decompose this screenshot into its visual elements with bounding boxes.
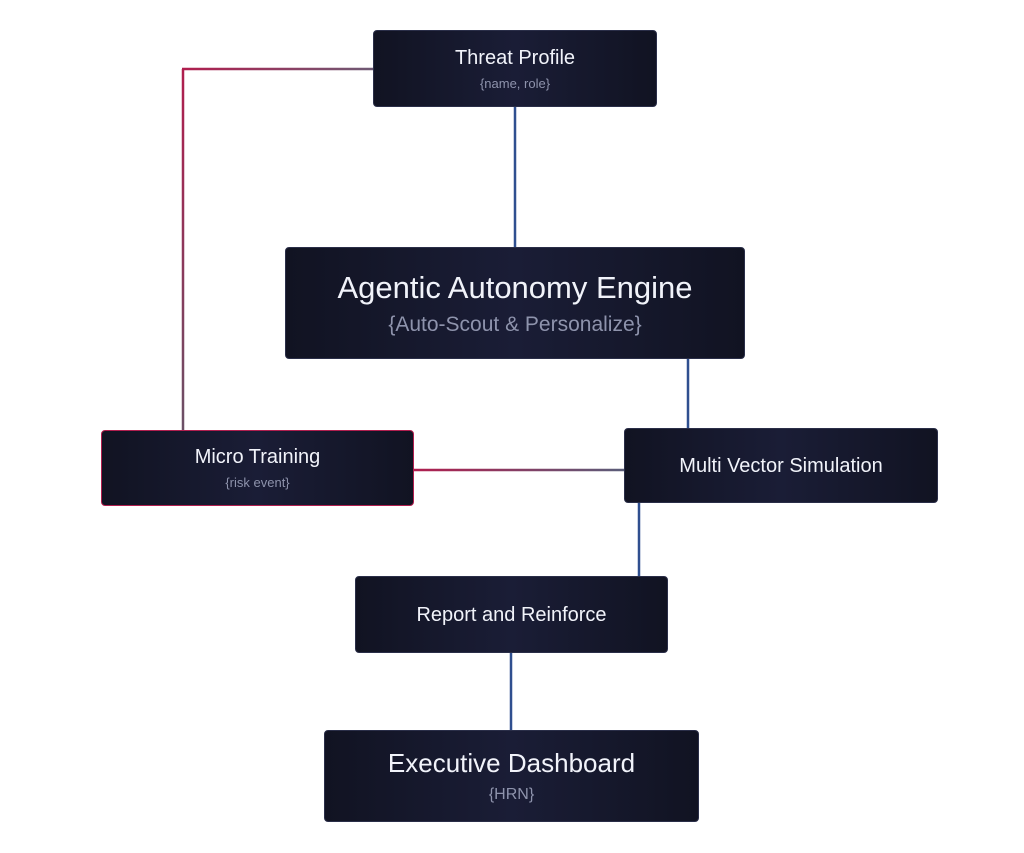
node-title: Executive Dashboard bbox=[387, 747, 636, 778]
node-subtitle: {Auto-Scout & Personalize} bbox=[388, 313, 642, 336]
node-title: Threat Profile bbox=[454, 46, 576, 69]
node-title: Report and Reinforce bbox=[416, 603, 607, 626]
node-title: Micro Training bbox=[194, 446, 321, 469]
node-micro-training: Micro Training {risk event} bbox=[101, 430, 414, 506]
node-title: Agentic Autonomy Engine bbox=[337, 269, 693, 305]
node-report-and-reinforce: Report and Reinforce bbox=[355, 576, 668, 653]
node-title: Multi Vector Simulation bbox=[679, 454, 883, 477]
node-subtitle: {HRN} bbox=[488, 786, 535, 803]
node-agentic-autonomy-engine: Agentic Autonomy Engine {Auto-Scout & Pe… bbox=[285, 247, 745, 359]
node-executive-dashboard: Executive Dashboard {HRN} bbox=[324, 730, 699, 822]
node-subtitle: {risk event} bbox=[225, 475, 290, 491]
node-threat-profile: Threat Profile {name, role} bbox=[373, 30, 657, 107]
node-subtitle: {name, role} bbox=[479, 75, 551, 91]
node-multi-vector-simulation: Multi Vector Simulation bbox=[624, 428, 938, 503]
